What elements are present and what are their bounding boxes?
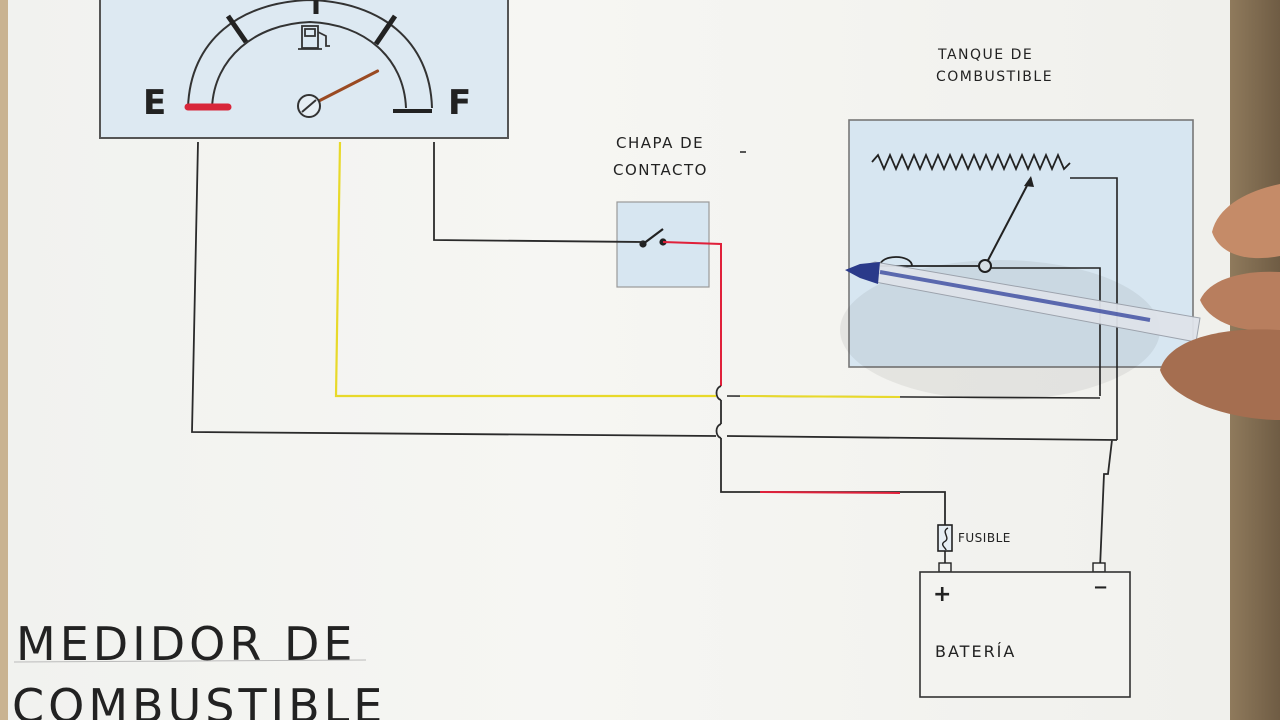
finger-bottom (1160, 329, 1280, 420)
gauge-ground-wire (191, 141, 717, 437)
pointing-hand-with-pen (840, 184, 1280, 420)
fuel-gauge: E F (99, 0, 509, 139)
switch-to-battery-wire-red (662, 241, 722, 386)
tank-label-line2: COMBUSTIBLE (936, 69, 1053, 85)
ignition-switch-box (616, 201, 710, 288)
pen-ink-tube (879, 270, 1151, 322)
fuse: FUSIBLE (937, 524, 1011, 568)
hand-shadow (840, 260, 1160, 400)
ignition-label-line2: CONTACTO (613, 161, 708, 179)
fuse-label: FUSIBLE (958, 531, 1011, 545)
title-line2: COMBUSTIBLE (12, 679, 386, 720)
battery-label: BATERÍA (935, 642, 1016, 661)
diagram-title: MEDIDOR DE COMBUSTIBLE (12, 617, 386, 720)
float-arm (984, 177, 1032, 267)
gauge-to-switch-wire (433, 142, 644, 243)
gauge-tick-three-quarter (373, 14, 398, 46)
float-pivot (978, 259, 992, 273)
gauge-full-label: F (448, 83, 471, 123)
ignition-label-line1: CHAPA DE (616, 134, 704, 152)
pen-tip (845, 262, 880, 284)
finger-middle (1200, 271, 1280, 331)
gauge-outer-arc (187, 0, 433, 109)
fuse-element (941, 527, 949, 551)
crossover-hop-yellow (715, 385, 722, 401)
fuse-body (937, 524, 953, 552)
tank-resistor (871, 152, 1071, 172)
tank-label-line1: TANQUE DE (937, 47, 1033, 63)
red-wire-highlight (759, 491, 901, 494)
finger-top (1212, 184, 1280, 259)
gauge-needle (297, 69, 380, 118)
fuel-pump-icon (298, 25, 330, 50)
battery-terminal-positive (938, 562, 952, 573)
title-guide-line (13, 659, 367, 663)
gauge-to-sender-wire-yellow (334, 141, 716, 398)
tank-pivot-signal-wire (991, 267, 1101, 396)
ground-wire-to-battery (726, 435, 1118, 569)
yellow-wire-highlight (739, 395, 901, 398)
gauge-tick-quarter (225, 14, 249, 44)
crossover-hop-black (715, 423, 722, 439)
float-arm-arrowhead (1024, 176, 1034, 187)
title-line1: MEDIDOR DE (16, 617, 356, 671)
gauge-empty-label: E (143, 83, 166, 123)
battery-body (919, 571, 1131, 698)
wiring (191, 141, 1118, 569)
tank-resistor-ground-wire (1070, 177, 1118, 440)
red-wire-to-fuse (720, 438, 946, 525)
battery-plus-label: + (933, 582, 951, 607)
battery: + − BATERÍA (919, 562, 1131, 698)
fuel-tank: TANQUE DE COMBUSTIBLE (848, 47, 1194, 440)
battery-terminal-negative (1092, 562, 1106, 573)
ignition-switch: CHAPA DE CONTACTO (613, 134, 746, 288)
battery-minus-label: − (1093, 577, 1108, 598)
gauge-inner-arc (211, 20, 407, 109)
